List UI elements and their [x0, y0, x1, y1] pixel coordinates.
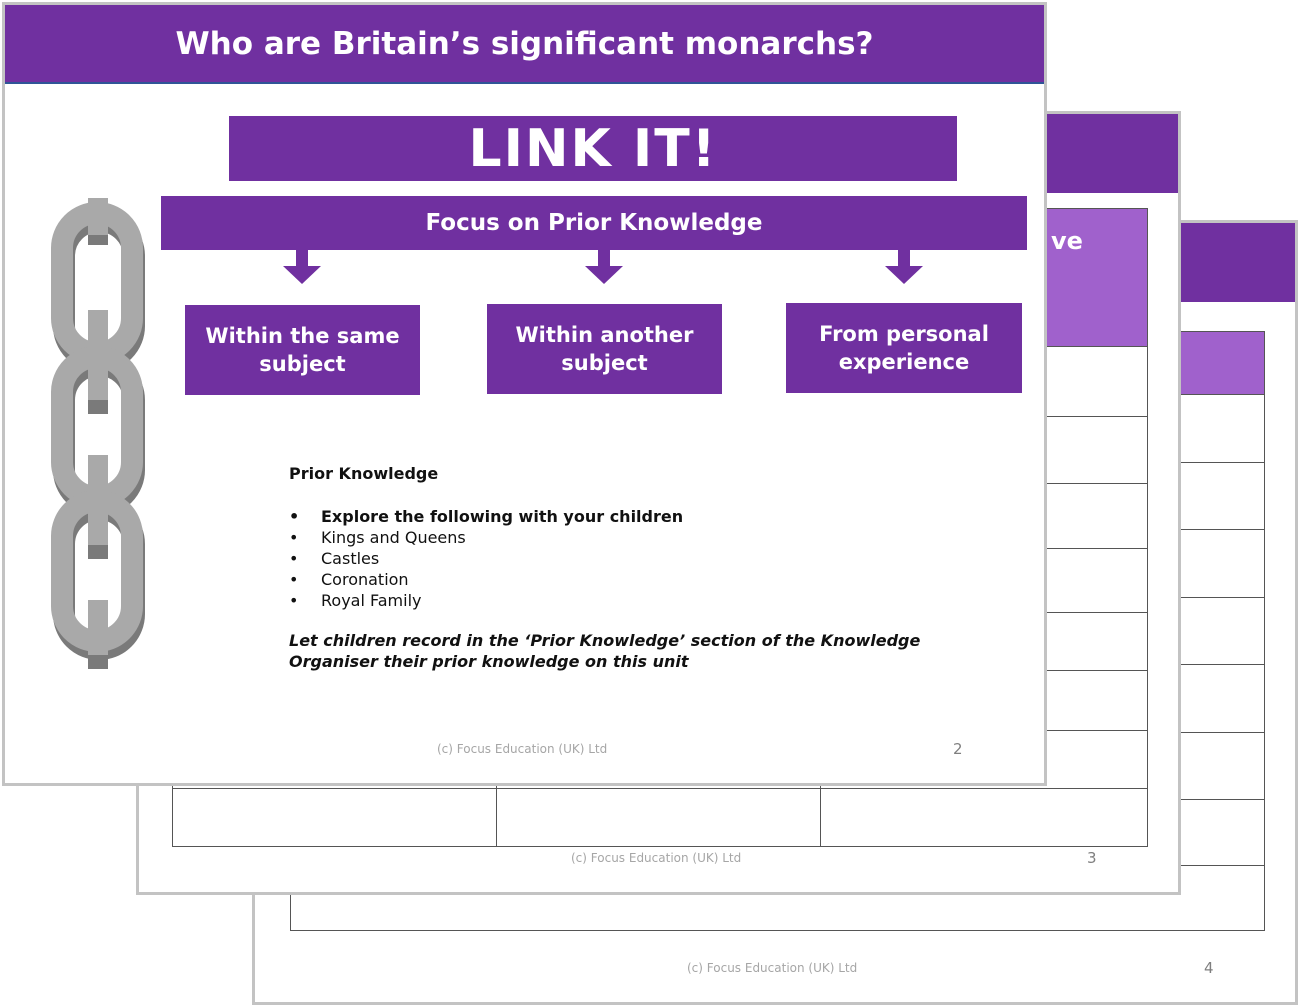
prior-knowledge-list: Explore the following with your children…	[289, 506, 683, 611]
slide-4-page-number: 4	[1204, 959, 1214, 977]
instruction-text: Let children record in the ‘Prior Knowle…	[289, 631, 921, 671]
link-it-banner: LINK IT!	[229, 116, 957, 181]
list-item: Coronation	[289, 569, 683, 590]
slide-2-footer: (c) Focus Education (UK) Ltd	[437, 742, 608, 756]
slide-3-footer: (c) Focus Education (UK) Ltd	[571, 851, 742, 865]
box-same-subject: Within the same subject	[185, 305, 420, 395]
slide-3-heading-text: ve	[1051, 227, 1083, 255]
list-item: Royal Family	[289, 590, 683, 611]
slide-4-footer: (c) Focus Education (UK) Ltd	[687, 961, 858, 975]
slide-2-page-number: 2	[953, 740, 963, 758]
slide-3-page-number: 3	[1087, 849, 1097, 867]
slide-title: Who are Britain’s significant monarchs?	[175, 25, 874, 62]
box-another-subject: Within another subject	[487, 304, 722, 394]
list-item: Kings and Queens	[289, 527, 683, 548]
prior-knowledge-heading: Prior Knowledge	[289, 464, 439, 483]
list-item: Castles	[289, 548, 683, 569]
slide-2[interactable]: Who are Britain’s significant monarchs? …	[2, 2, 1047, 786]
list-item: Explore the following with your children	[289, 506, 683, 527]
slide-title-bar: Who are Britain’s significant monarchs?	[5, 5, 1044, 84]
chain-icon	[51, 198, 145, 669]
focus-banner: Focus on Prior Knowledge	[161, 196, 1027, 250]
box-personal-experience: From personal experience	[786, 303, 1022, 393]
